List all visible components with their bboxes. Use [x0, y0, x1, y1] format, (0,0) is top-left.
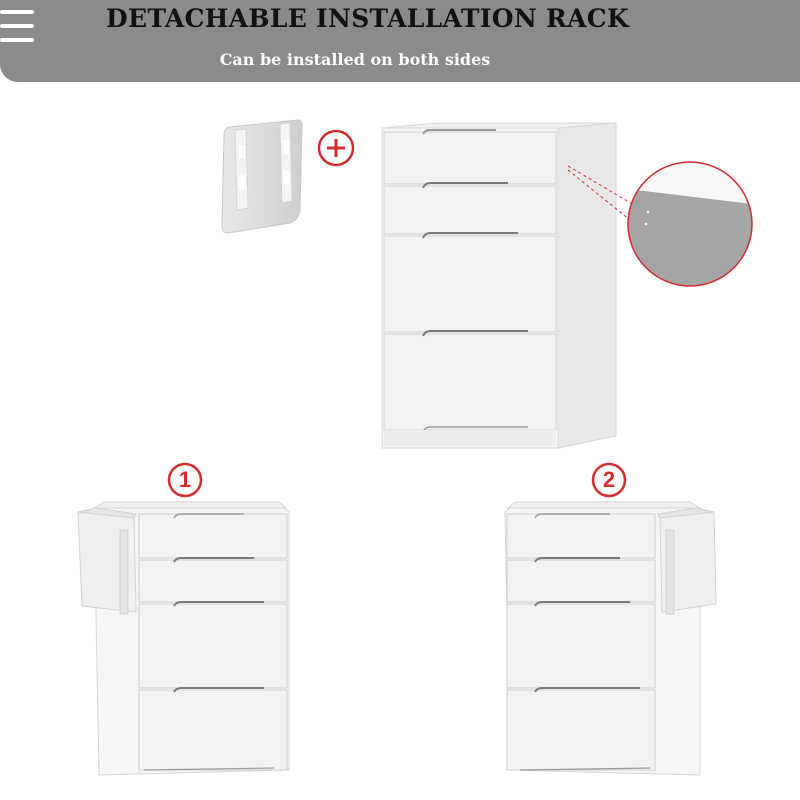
header-banner: DETACHABLE INSTALLATION RACK Can be inst…	[0, 0, 800, 82]
cabinet-rack-left-image	[77, 501, 290, 776]
banner-title: DETACHABLE INSTALLATION RACK	[106, 4, 629, 33]
step-2-badge	[591, 462, 627, 498]
hamburger-menu-icon[interactable]	[0, 10, 36, 50]
plus-icon	[317, 129, 355, 167]
zoom-detail-callout	[567, 161, 753, 287]
banner-subtitle: Can be installed on both sides	[219, 50, 491, 69]
main-cabinet-image	[381, 122, 617, 449]
step-2-label: 2	[602, 467, 616, 492]
cabinet-rack-right-image	[504, 501, 717, 776]
rack-accessory-image	[221, 119, 303, 234]
step-1-label: 1	[178, 467, 192, 492]
step-1-badge	[167, 462, 203, 498]
